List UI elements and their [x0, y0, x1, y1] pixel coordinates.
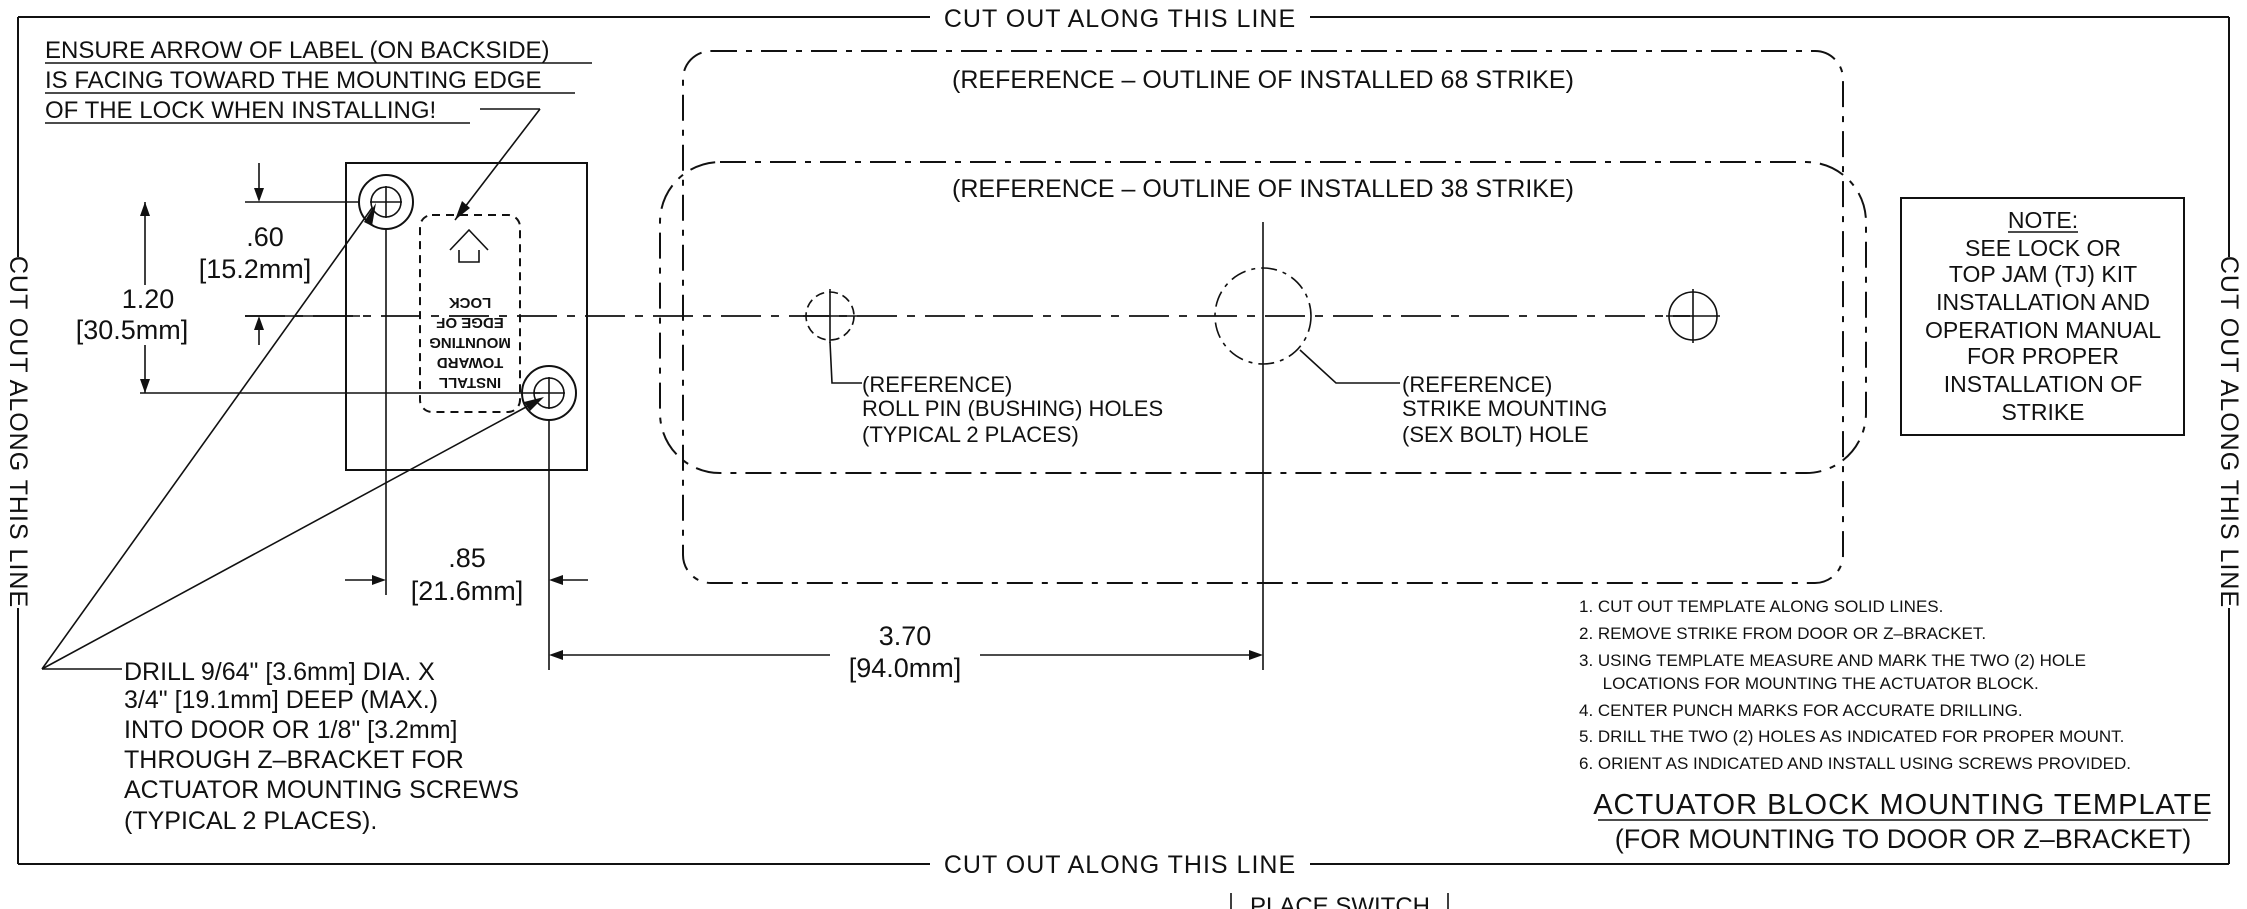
step-2: 2. REMOVE STRIKE FROM DOOR OR Z–BRACKET.: [1579, 624, 1986, 643]
ref-38-label: (REFERENCE – OUTLINE OF INSTALLED 38 STR…: [952, 175, 1574, 203]
note-line-b: TOP JAM (TJ) KIT: [1949, 261, 2137, 287]
label-sticker: [419, 214, 521, 413]
strike-mounting-hole: [1214, 222, 1312, 670]
sticker-line-2: TOWARD: [437, 354, 504, 371]
roll-pin-hole-right: [1666, 289, 1720, 343]
cut-label-top: CUT OUT ALONG THIS LINE: [944, 5, 1296, 33]
dim-060-value: .60: [246, 222, 284, 252]
roll-pin-line-1: (REFERENCE): [862, 372, 1012, 397]
step-1: 1. CUT OUT TEMPLATE ALONG SOLID LINES.: [1579, 597, 1943, 616]
dim-370: 3.70 [94.0mm]: [549, 621, 1263, 683]
drill-line-4: THROUGH Z–BRACKET FOR: [124, 746, 464, 774]
instruction-steps: 1. CUT OUT TEMPLATE ALONG SOLID LINES. 2…: [1579, 597, 2131, 773]
dim-120-mm: [30.5mm]: [76, 315, 189, 345]
dim-085-mm: [21.6mm]: [411, 576, 524, 606]
drill-line-3: INTO DOOR OR 1/8" [3.2mm]: [124, 716, 457, 744]
step-6: 6. ORIENT AS INDICATED AND INSTALL USING…: [1579, 754, 2131, 773]
up-arrow-icon: [449, 228, 489, 263]
cut-label-left: CUT OUT ALONG THIS LINE: [4, 256, 32, 608]
dim-370-mm: [94.0mm]: [849, 653, 962, 683]
orientation-note: ENSURE ARROW OF LABEL (ON BACKSIDE) IS F…: [45, 37, 592, 221]
note-box: NOTE: SEE LOCK OR TOP JAM (TJ) KIT INSTA…: [1900, 197, 2185, 436]
dim-085-value: .85: [448, 543, 486, 573]
sticker-line-3: MOUNTING: [429, 334, 511, 351]
dim-060-mm: [15.2mm]: [199, 254, 312, 284]
note-line-c: INSTALLATION AND: [1936, 289, 2150, 315]
ref-68-label: (REFERENCE – OUTLINE OF INSTALLED 68 STR…: [952, 66, 1574, 94]
note-line-a: SEE LOCK OR: [1965, 235, 2121, 261]
note-line-1: ENSURE ARROW OF LABEL (ON BACKSIDE): [45, 37, 550, 64]
dim-085: .85 [21.6mm]: [345, 228, 588, 670]
note-line-g: STRIKE: [2001, 399, 2084, 425]
step-3a: 3. USING TEMPLATE MEASURE AND MARK THE T…: [1579, 651, 2086, 670]
template-title: ACTUATOR BLOCK MOUNTING TEMPLATE: [1593, 789, 2213, 821]
note-line-f: INSTALLATION OF: [1944, 371, 2143, 397]
sticker-line-4: EDGE OF: [436, 314, 504, 331]
dim-060: .60 [15.2mm]: [199, 163, 360, 345]
cut-label-right: CUT OUT ALONG THIS LINE: [2215, 256, 2243, 608]
note-line-3: OF THE LOCK WHEN INSTALLING!: [45, 97, 436, 124]
strike-callout: (REFERENCE) STRIKE MOUNTING (SEX BOLT) H…: [1299, 349, 1607, 447]
strike-line-3: (SEX BOLT) HOLE: [1402, 422, 1589, 447]
place-switch-label: PLACE SWITCH: [1250, 893, 1430, 909]
roll-pin-line-3: (TYPICAL 2 PLACES): [862, 422, 1079, 447]
dim-120-value: 1.20: [122, 284, 175, 314]
sticker-line-1: INSTALL: [439, 374, 501, 391]
roll-pin-callout: (REFERENCE) ROLL PIN (BUSHING) HOLES (TY…: [829, 341, 1163, 447]
drill-line-6: (TYPICAL 2 PLACES).: [124, 807, 377, 835]
drill-line-2: 3/4" [19.1mm] DEEP (MAX.): [124, 686, 438, 714]
roll-pin-line-2: ROLL PIN (BUSHING) HOLES: [862, 396, 1163, 421]
strike-line-1: (REFERENCE): [1402, 372, 1552, 397]
note-line-d: OPERATION MANUAL: [1925, 317, 2161, 343]
dim-120: 1.20 [30.5mm]: [76, 202, 540, 394]
sticker-line-5: LOCK: [449, 294, 492, 311]
step-5: 5. DRILL THE TWO (2) HOLES AS INDICATED …: [1579, 727, 2124, 746]
roll-pin-hole-left: [803, 289, 857, 343]
step-4: 4. CENTER PUNCH MARKS FOR ACCURATE DRILL…: [1579, 701, 2023, 720]
cut-label-bottom: CUT OUT ALONG THIS LINE: [944, 851, 1296, 879]
note-heading: NOTE:: [2008, 207, 2078, 233]
dim-370-value: 3.70: [879, 621, 932, 651]
note-line-2: IS FACING TOWARD THE MOUNTING EDGE: [45, 67, 542, 94]
cut-border: [17, 16, 2230, 865]
step-3b: LOCATIONS FOR MOUNTING THE ACTUATOR BLOC…: [1579, 674, 2039, 693]
template-subtitle: (FOR MOUNTING TO DOOR OR Z–BRACKET): [1615, 824, 2192, 854]
strike-line-2: STRIKE MOUNTING: [1402, 396, 1607, 421]
drill-line-1: DRILL 9/64" [3.6mm] DIA. X: [124, 658, 435, 686]
note-line-e: FOR PROPER: [1967, 343, 2119, 369]
drill-callout: DRILL 9/64" [3.6mm] DIA. X 3/4" [19.1mm]…: [41, 203, 544, 835]
drill-line-5: ACTUATOR MOUNTING SCREWS: [124, 776, 519, 804]
